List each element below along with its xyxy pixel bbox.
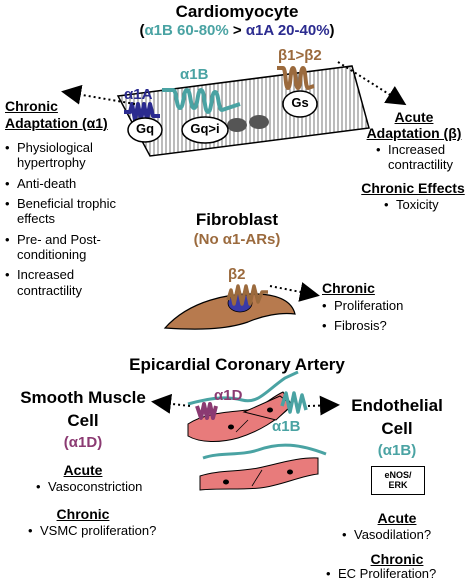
list-item: Vasoconstriction [36, 479, 156, 495]
endothelial-receptor: (α1B) [377, 442, 417, 459]
acute-adaptation-heading-line2: Adaptation (β) [366, 125, 462, 141]
alpha1b-label: α1B [180, 66, 209, 83]
gqi-label: Gq>i [190, 121, 220, 136]
cardiomyocyte-subtitle: (α1B 60-80% > α1A 20-40%) [0, 22, 474, 39]
list-item: Increased contractility [376, 142, 466, 173]
subtitle-alpha1a-share: α1A 20-40% [245, 22, 330, 39]
list-item: Toxicity [384, 197, 464, 213]
endothelial-alpha1b-receptor-icon [280, 391, 308, 414]
smooth-muscle-title-line1: Smooth Muscle [20, 388, 146, 407]
acute-adaptation-list: Increased contractility [376, 142, 466, 175]
gq-label: Gq [135, 121, 155, 136]
fibroblast-beta2-label: β2 [228, 266, 246, 283]
alpha1d-receptor-icon [195, 402, 218, 420]
gq-oval [127, 117, 163, 143]
arrow-to-fibroblast-chronic [269, 282, 320, 302]
fibroblast-subtitle: (No α1-ARs) [193, 231, 281, 248]
artery-title: Epicardial Coronary Artery [129, 355, 345, 374]
chronic-adaptation-list: Physiological hypertrophy Anti-death Ben… [5, 140, 125, 303]
subtitle-alpha1b-share: α1B 60-80% [144, 22, 229, 39]
endothelial-chronic-list: EC Proliferation? [326, 566, 472, 583]
smooth-muscle-chronic-heading: Chronic [56, 506, 110, 522]
smooth-muscle-title-line2: Cell [67, 411, 99, 430]
cardiomyocyte-title: Cardiomyocyte [175, 2, 299, 21]
list-item: Increased contractility [5, 267, 125, 298]
gs-oval [282, 90, 318, 118]
list-item: EC Proliferation? [326, 566, 472, 582]
endothelial-title-line2: Cell [381, 419, 413, 438]
endothelial-acute-heading: Acute [377, 510, 417, 526]
gqi-oval [181, 116, 229, 144]
enos-erk-box-line1: eNOS/ [384, 470, 412, 480]
beta-label: β1>β2 [278, 47, 322, 64]
cardiomyocyte-cell [116, 65, 370, 157]
chronic-effects-list: Toxicity [384, 197, 464, 214]
smooth-muscle-receptor: (α1D) [63, 434, 103, 451]
fibroblast-beta2-receptor-icon [226, 284, 268, 306]
endothelial-chronic-heading: Chronic [370, 551, 424, 567]
artery-vessel [187, 391, 319, 491]
endothelial-title-line1: Endothelial [351, 396, 443, 415]
subtitle-close-paren: ) [329, 22, 335, 39]
fibroblast-title: Fibroblast [195, 210, 279, 229]
endothelial-lining-top [187, 370, 299, 406]
list-item: Vasodilation? [342, 527, 468, 543]
enos-erk-box-line2: ERK [388, 480, 408, 491]
chronic-adaptation-heading-line1: Chronic [5, 98, 58, 114]
subtitle-comparator: > [228, 22, 246, 39]
chronic-effects-heading: Chronic Effects [361, 180, 465, 196]
fibroblast-chronic-heading: Chronic [322, 280, 375, 296]
acute-adaptation-heading-line1: Acute [394, 109, 434, 125]
list-item: Beneficial trophic effects [5, 196, 125, 227]
subtitle-open-paren: ( [139, 22, 145, 39]
list-item: Proliferation [322, 298, 452, 314]
list-item: Physiological hypertrophy [5, 140, 125, 171]
list-item: Fibrosis? [322, 318, 452, 334]
gs-label: Gs [291, 95, 309, 110]
beta-receptor-icon [277, 66, 315, 90]
endothelial-acute-list: Vasodilation? [342, 527, 468, 544]
alpha1b-receptor-icon [162, 88, 241, 114]
smooth-muscle-acute-list: Vasoconstriction [36, 479, 156, 496]
alpha1a-label: α1A [124, 86, 153, 103]
chronic-adaptation-heading-line2: Adaptation (α1) [5, 115, 108, 131]
fibroblast-chronic-list: Proliferation Fibrosis? [322, 298, 452, 339]
endothelial-alpha1b-label: α1B [272, 418, 301, 435]
alpha1d-label: α1D [214, 387, 243, 404]
list-item: Pre- and Post-conditioning [5, 232, 125, 263]
endothelial-lining-bottom [202, 443, 327, 460]
list-item: Anti-death [5, 176, 125, 192]
smooth-muscle-acute-heading: Acute [63, 462, 103, 478]
arrow-to-smooth-muscle [151, 393, 191, 414]
list-item: VSMC proliferation? [28, 523, 178, 539]
enos-erk-box: eNOS/ ERK [371, 466, 425, 495]
smooth-muscle-chronic-list: VSMC proliferation? [28, 523, 178, 540]
arrow-to-chronic-adaptation [61, 84, 136, 105]
